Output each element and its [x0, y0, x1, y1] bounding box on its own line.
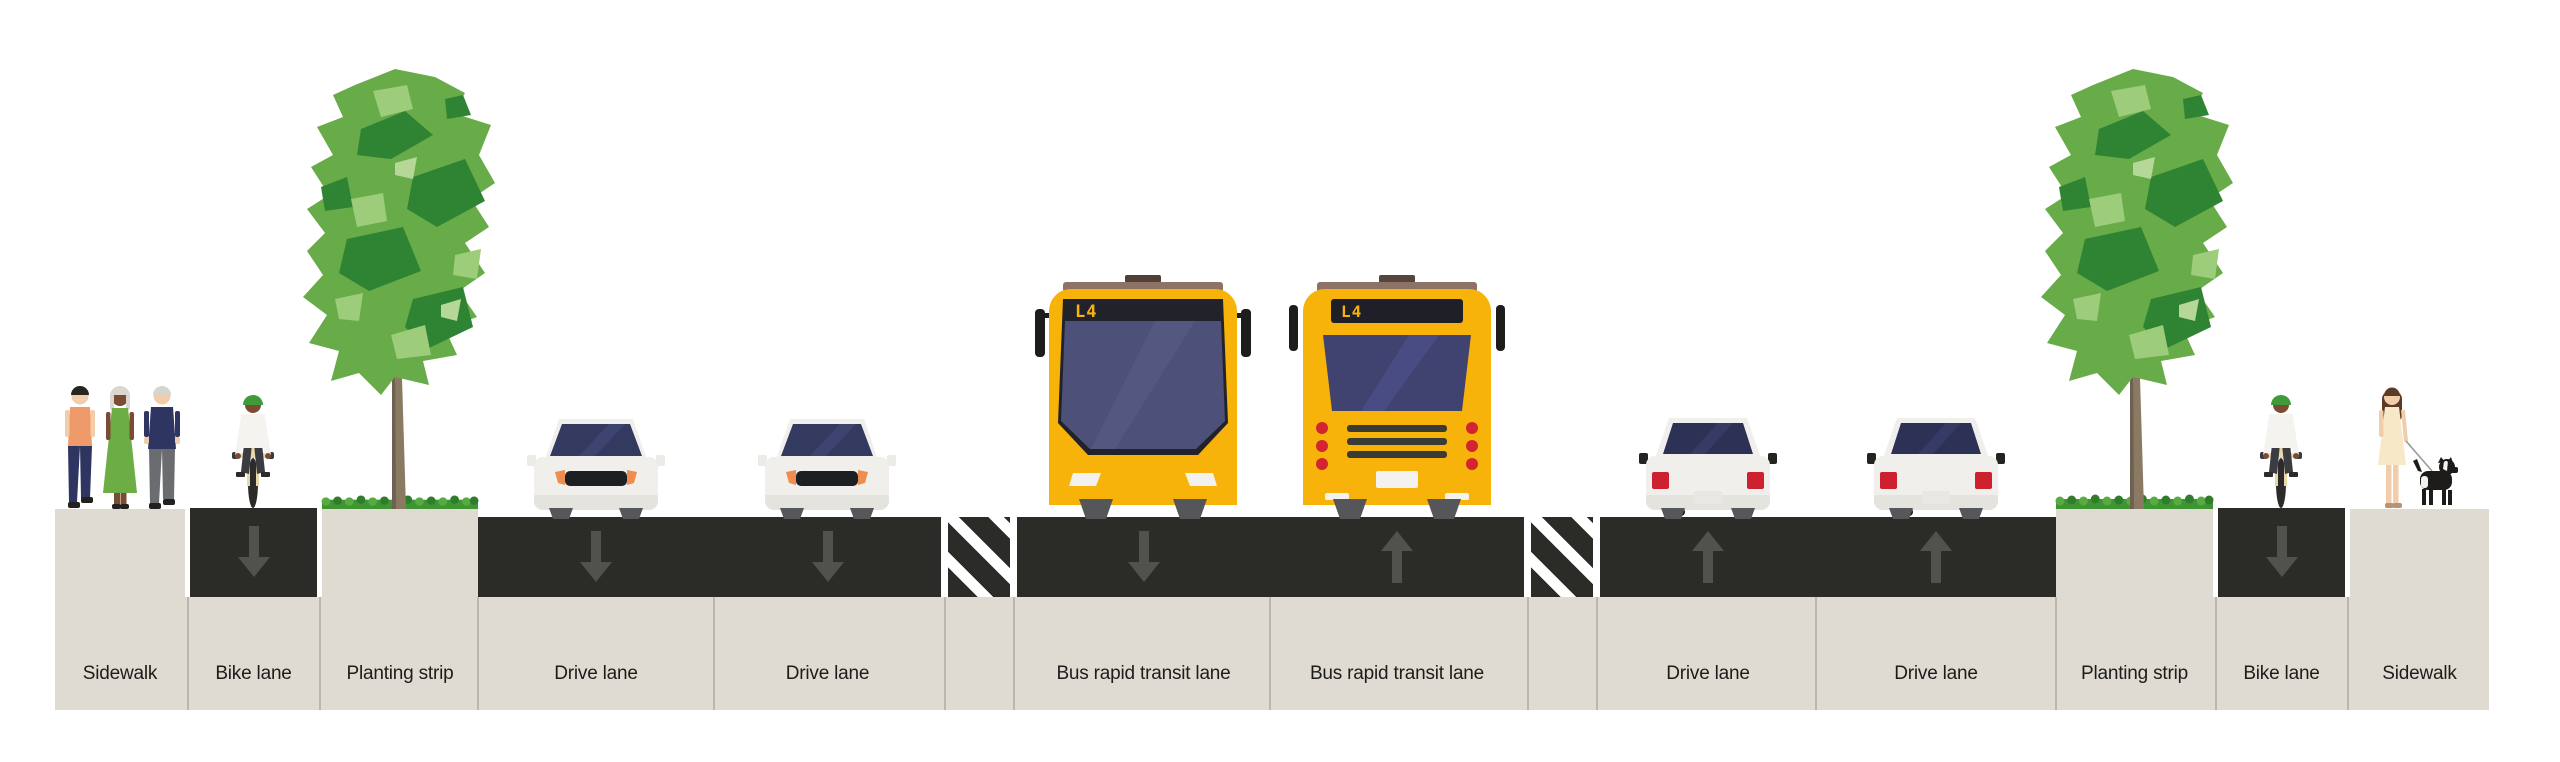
segment-label: Sidewalk — [2382, 663, 2457, 684]
car-rear — [1861, 413, 2011, 519]
ground-block — [55, 597, 2489, 710]
segment-label: Bus rapid transit lane — [1309, 663, 1485, 684]
segment-buffer-right — [1531, 0, 1593, 762]
street-tree — [2033, 59, 2243, 509]
bus-rear: L4 — [1289, 275, 1505, 519]
segment-label: Bike lane — [2243, 663, 2320, 684]
segment-label: Planting strip — [346, 663, 454, 684]
planting-surface — [2056, 509, 2213, 597]
segment-drive-lane-4: Drive lane — [1816, 0, 2056, 762]
buffer-stripes — [948, 517, 1010, 597]
segment-buffer-left — [948, 0, 1010, 762]
arrow-up-icon — [1381, 531, 1413, 583]
segment-divider — [2346, 597, 2349, 710]
segment-drive-lane-3: Drive lane — [1600, 0, 1816, 762]
car-front — [521, 413, 671, 519]
arrow-down-icon — [811, 531, 844, 583]
segment-divider — [2055, 597, 2057, 710]
arrow-up-icon — [1692, 531, 1724, 583]
pedestrian-navy-sweater — [144, 386, 180, 509]
segment-divider — [318, 597, 321, 710]
segment-drive-lane-1: Drive lane — [478, 0, 714, 762]
segment-divider — [1012, 597, 1015, 710]
dog-leash — [2405, 440, 2433, 472]
pedestrian-green-dress — [103, 386, 137, 509]
segment-label: Drive lane — [1894, 663, 1978, 684]
segment-divider — [1815, 597, 1817, 710]
segment-label — [1531, 661, 1593, 687]
segment-divider — [713, 597, 715, 710]
bus-route-display: L4 — [1075, 302, 1097, 322]
segment-planting-strip-right: Planting strip — [2056, 0, 2213, 762]
segment-divider — [477, 597, 479, 710]
segment-divider — [1269, 597, 1271, 710]
segment-label: Bus rapid transit lane — [1056, 663, 1231, 684]
segment-label: Sidewalk — [82, 663, 158, 684]
segment-label: Drive lane — [785, 663, 870, 684]
arrow-down-icon — [2265, 526, 2298, 578]
segment-label: Planting strip — [2080, 663, 2189, 684]
segment-sidewalk-left: Sidewalk — [55, 0, 185, 762]
cyclist — [208, 384, 298, 509]
segment-label: Bike lane — [215, 663, 292, 684]
segment-label: Drive lane — [554, 663, 638, 684]
segment-bus-rapid-transit-lane-outbound: Bus rapid transit lane — [1270, 0, 1524, 762]
woman — [2378, 387, 2408, 508]
car-front — [752, 413, 902, 519]
segment-divider — [1526, 597, 1529, 710]
arrow-down-icon — [580, 531, 612, 583]
sidewalk-surface — [55, 509, 185, 597]
woman-walking-dog — [2378, 387, 2458, 508]
arrow-down-icon — [1127, 531, 1160, 583]
segment-bike-lane-right: Bike lane — [2218, 0, 2345, 762]
cyclist — [2236, 384, 2326, 509]
segment-planting-strip-left: Planting strip — [322, 0, 478, 762]
segment-divider — [1595, 597, 1598, 710]
segment-label — [948, 661, 1010, 687]
bus-route-display: L4 — [1341, 302, 1362, 321]
car-rear — [1633, 413, 1783, 519]
arrow-down-icon — [237, 526, 270, 578]
buffer-stripes — [1531, 517, 1593, 597]
segment-label: Drive lane — [1666, 663, 1750, 684]
segment-divider — [2214, 597, 2217, 710]
pedestrians-walking — [65, 386, 180, 509]
pedestrian-orange-shirt — [65, 386, 95, 508]
arrow-up-icon — [1920, 531, 1952, 583]
segment-bike-lane-left: Bike lane — [190, 0, 317, 762]
bus-front: L4 — [1035, 275, 1251, 519]
dog — [2413, 457, 2458, 505]
planting-surface — [322, 509, 478, 597]
street-tree — [295, 59, 505, 509]
segment-bus-rapid-transit-lane-inbound: Bus rapid transit lane — [1017, 0, 1270, 762]
segment-drive-lane-2: Drive lane — [714, 0, 941, 762]
segment-divider — [186, 597, 189, 710]
sidewalk-surface — [2350, 509, 2489, 597]
segment-sidewalk-right: Sidewalk — [2350, 0, 2489, 762]
segment-divider — [943, 597, 946, 710]
